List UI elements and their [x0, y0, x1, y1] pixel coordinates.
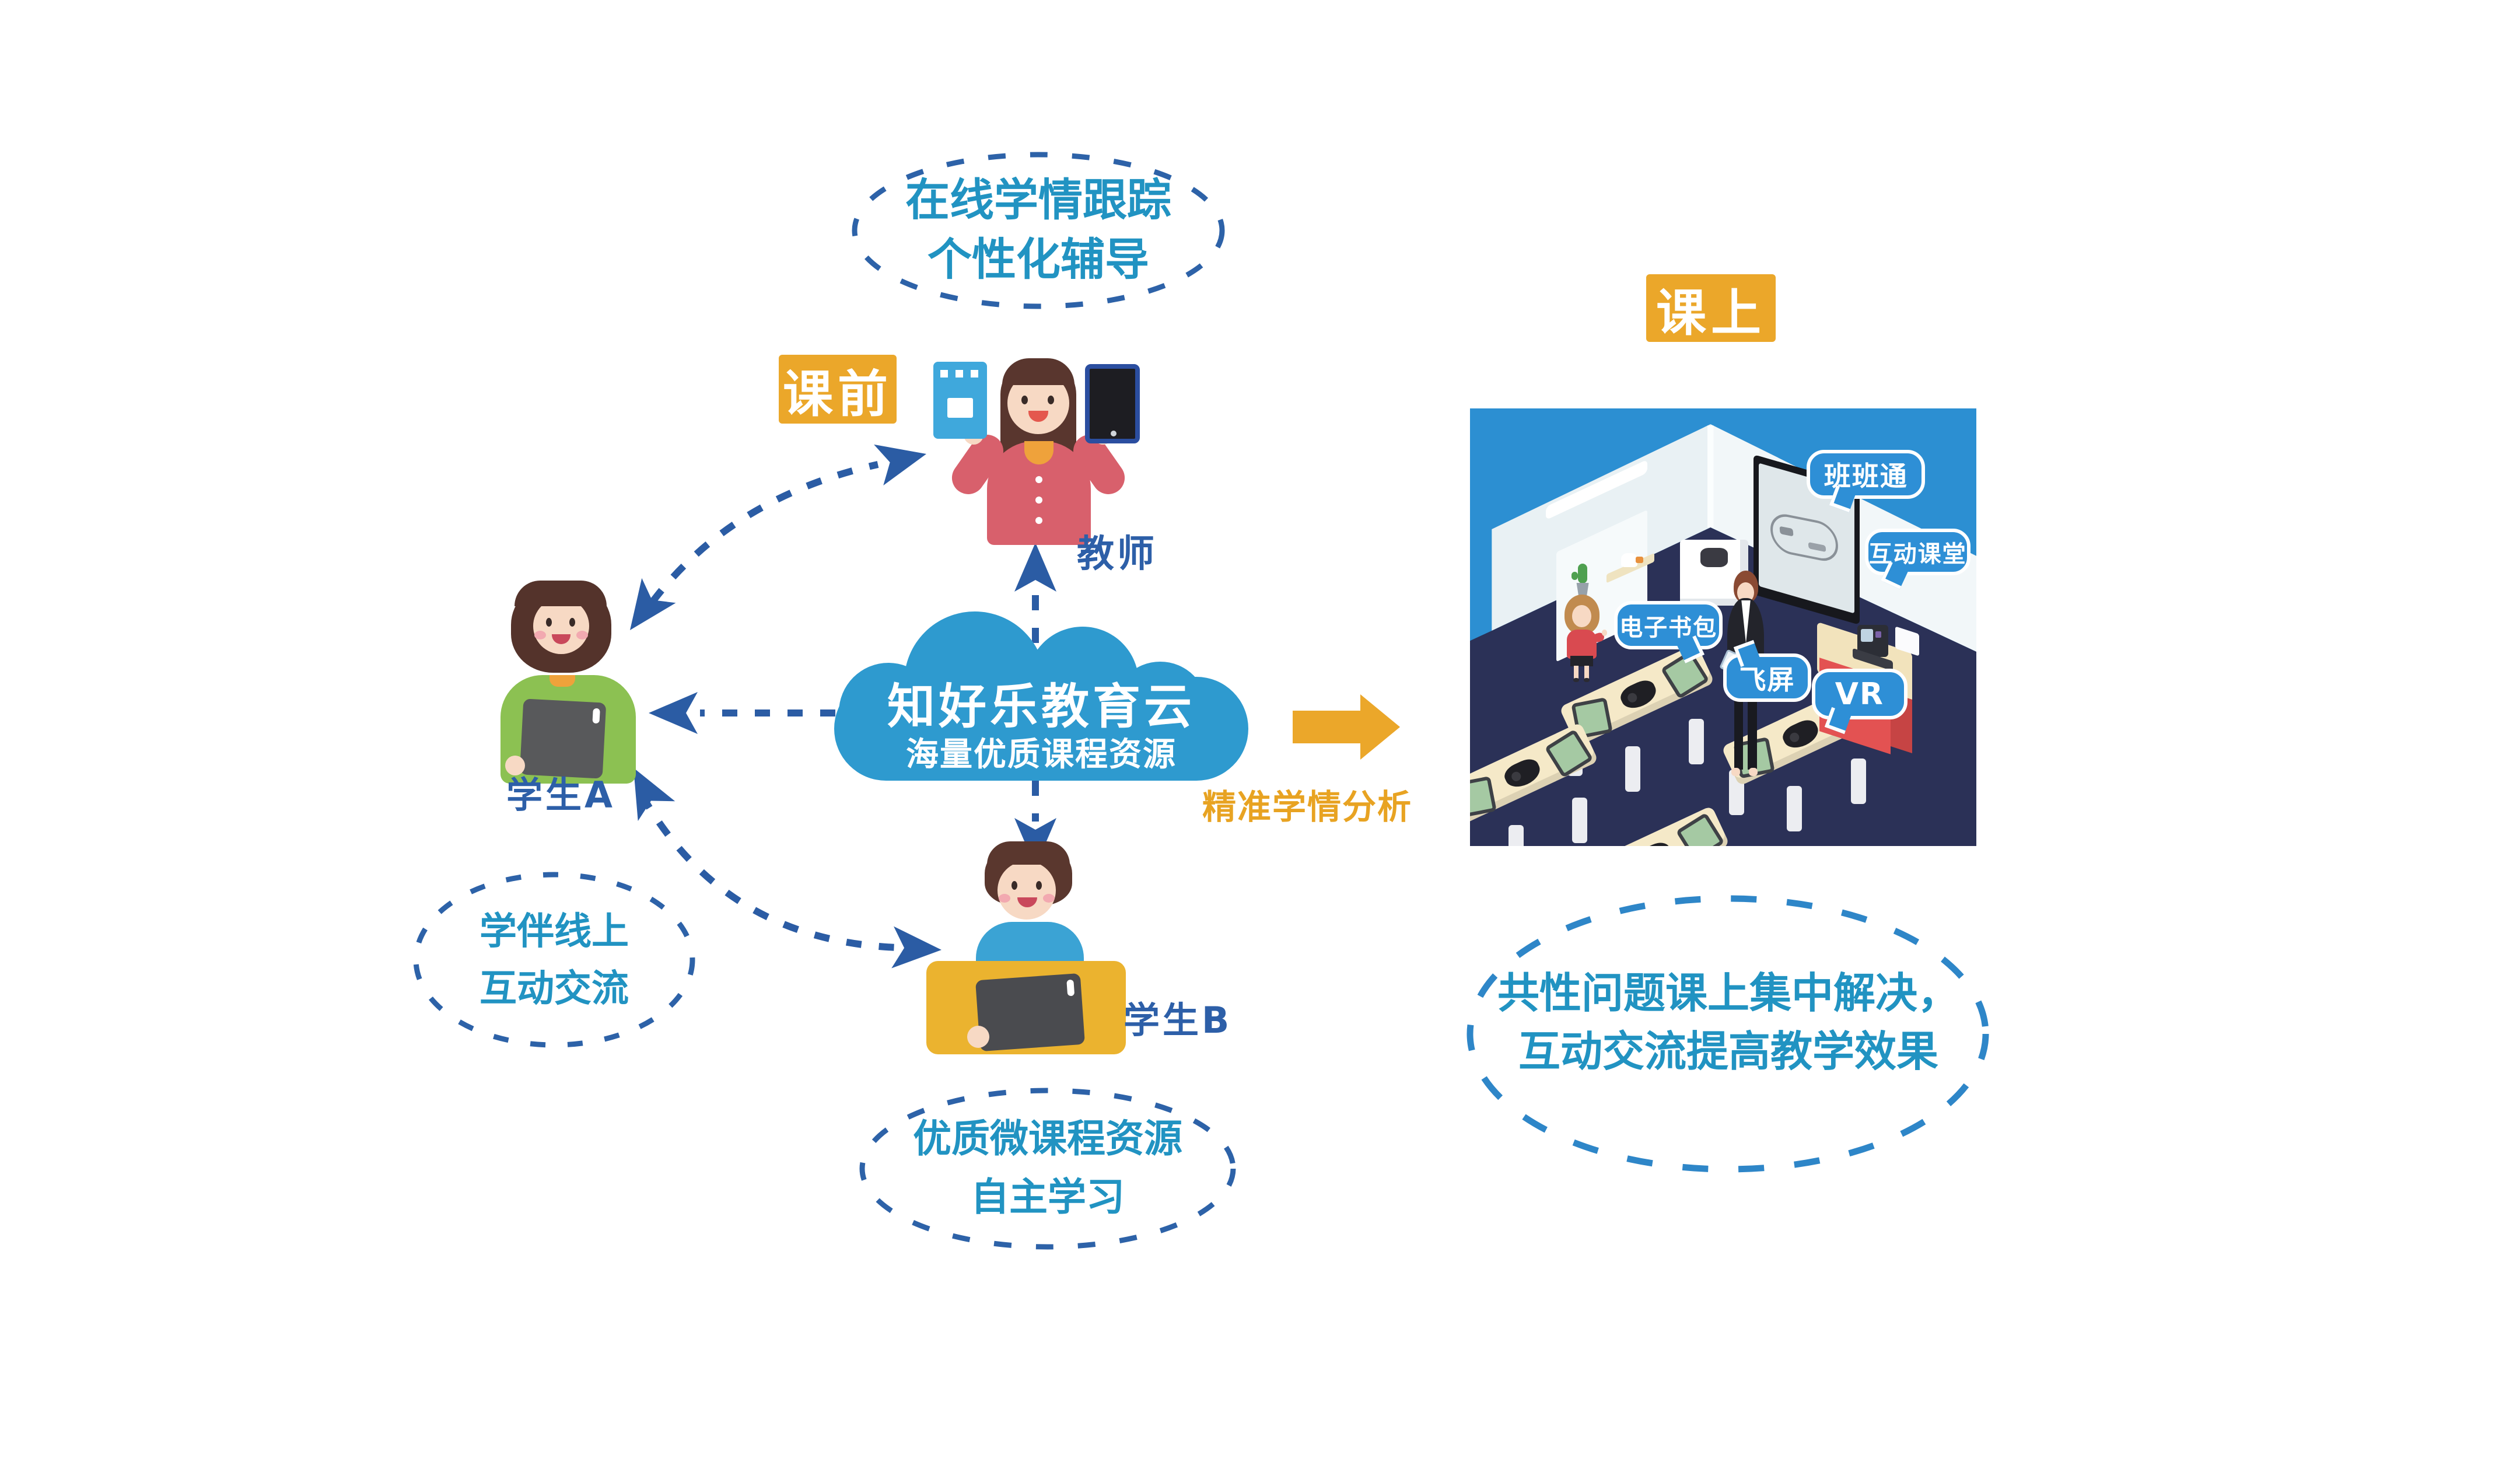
right-note-line1: 共性问题课上集中解决，: [1497, 969, 1959, 1018]
classroom-desk: [1721, 683, 1877, 831]
top-note: 在线学情跟踪 个性化辅导: [834, 170, 1242, 289]
plant: [1571, 564, 1594, 596]
collar: [550, 675, 575, 687]
left-note-line1: 学伴线上: [480, 910, 629, 953]
wall-corner: [1707, 425, 1714, 527]
classroom-girl: [1560, 595, 1608, 683]
cloud-subtitle: 海量优质课程资源: [906, 736, 1177, 774]
hair-fringe: [514, 581, 607, 606]
collar: [1024, 441, 1054, 464]
tablet-icon: [975, 973, 1086, 1052]
hair-fringe: [987, 841, 1070, 865]
education-cloud: 知好乐教育云 海量优质课程资源: [834, 607, 1248, 782]
classroom-bubble: 电子书包: [1614, 601, 1723, 664]
classroom-desk: [1470, 722, 1599, 846]
face: [533, 598, 589, 654]
arrow-cloud-to-studenta-icon: [649, 692, 835, 734]
student-b-figure: [926, 841, 1130, 1056]
student-a-figure: [501, 581, 640, 805]
bottom-note-line2: 自主学习: [971, 1175, 1125, 1219]
face: [998, 861, 1056, 920]
shelf: [1606, 553, 1655, 583]
hair-fringe: [1002, 358, 1074, 385]
podium: [1817, 621, 1936, 754]
workbook-icon: [933, 362, 987, 439]
flow-arrow-icon: [1293, 694, 1400, 760]
bottom-note-line1: 优质微课程资源: [913, 1116, 1182, 1161]
right-note: 共性问题课上集中解决， 互动交流提高教学效果: [1451, 964, 2006, 1081]
left-note-line2: 互动交流: [480, 967, 629, 1011]
classroom-bubble: VR: [1811, 669, 1908, 735]
student-a-label: 学生A: [506, 774, 615, 816]
bubble-label: 电子书包: [1619, 614, 1718, 641]
bubble-label: VR: [1835, 676, 1884, 712]
tablet-icon: [1085, 364, 1140, 443]
phase-during-badge: 课上: [1646, 274, 1776, 342]
top-note-line1: 在线学情跟踪: [905, 174, 1171, 226]
hand: [505, 756, 525, 775]
classroom-bubble: 飞屏: [1723, 639, 1811, 702]
classroom-bubble: 班班通: [1807, 450, 1926, 512]
analysis-caption: 精准学情分析: [1202, 787, 1412, 827]
bubble-label: 互动课堂: [1868, 541, 1967, 568]
classroom-desk: [1574, 805, 1731, 846]
phase-before-badge: 课前: [779, 355, 897, 424]
bottom-note: 优质微课程资源 自主学习: [861, 1110, 1234, 1226]
bubble-label: 飞屏: [1739, 663, 1796, 695]
teacher-label: 教师: [1077, 533, 1157, 576]
top-note-line2: 个性化辅导: [928, 233, 1149, 285]
hand: [967, 1026, 989, 1048]
classroom-illustration: 班班通 互动课堂 电子书包 飞屏 VR: [1470, 408, 1976, 846]
right-note-line2: 互动交流提高教学效果: [1518, 1027, 1938, 1076]
student-b-label: 学生B: [1124, 999, 1233, 1041]
teacher-figure: [933, 343, 1143, 547]
classroom-bubble: 互动课堂: [1865, 529, 1971, 589]
left-note: 学伴线上 互动交流: [417, 903, 691, 1018]
cloud-title: 知好乐教育云: [887, 679, 1195, 735]
